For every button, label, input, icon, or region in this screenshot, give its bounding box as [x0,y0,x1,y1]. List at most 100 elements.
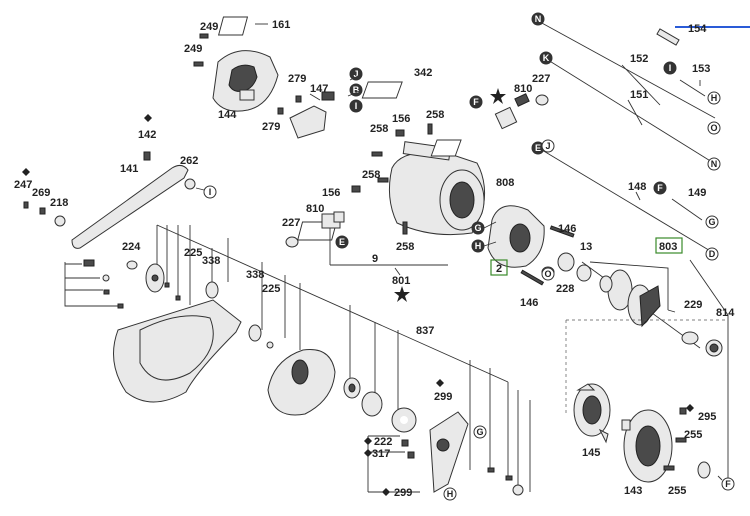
star-801 [394,286,410,302]
diamond-299a [436,379,444,387]
marker-i-right: I [669,63,672,73]
label-258c: 258 [362,169,380,181]
marker-o-right: O [710,123,717,133]
label-227b: 227 [282,217,300,229]
label-299a: 299 [434,391,452,403]
screws-249 [193,33,209,67]
marker-h-bottom: H [447,489,454,499]
label-808-sheet [430,139,462,157]
diamond-295 [686,404,694,412]
label-255a: 255 [684,429,702,441]
label-146b: 146 [520,297,538,309]
marker-o-center: O [544,269,551,279]
fan-145 [573,383,611,444]
label-148: 148 [628,181,646,193]
marker-d-right: D [709,249,716,259]
marker-h-center: H [475,241,482,251]
label-161: 161 [272,19,290,31]
gear-housing [267,348,417,433]
switch-147 [277,91,335,139]
label-142: 142 [138,129,156,141]
marker-e-left: E [339,237,345,247]
label-224: 224 [122,241,141,253]
label-295: 295 [698,411,716,423]
small-parts-row [83,259,274,349]
label-156b: 156 [322,187,340,199]
label-147: 147 [310,83,328,95]
marker-h-right: H [711,93,718,103]
label-342: 342 [414,67,432,79]
label-837: 837 [416,325,434,337]
marker-j-top: J [353,69,358,79]
diamond-142 [144,114,152,122]
diamond-299b [382,488,390,496]
label-247: 247 [14,179,32,191]
label-808: 808 [496,177,514,189]
nameplate-342 [361,81,403,99]
diamond-247 [22,168,30,176]
label-152: 152 [630,53,648,65]
label-299b: 299 [394,487,412,499]
label-338a: 338 [202,255,220,267]
marker-f-center: F [473,97,479,107]
label-151: 151 [630,89,648,101]
label-801: 801 [392,275,410,287]
label-141: 141 [120,163,138,175]
label-145: 145 [582,447,600,459]
label-227a: 227 [532,73,550,85]
label-262: 262 [180,155,198,167]
marker-i-top: I [355,101,358,111]
mounting-plate [401,411,469,493]
label-2: 2 [496,263,502,275]
marker-e-rod: E [535,143,541,153]
label-810b: 810 [306,203,324,215]
label-249a: 249 [200,21,218,33]
label-218: 218 [50,197,68,209]
label-229: 229 [684,299,702,311]
label-13: 13 [580,241,592,253]
marker-n-top: N [535,14,542,24]
diamond-317 [364,449,372,457]
screws-258 [351,123,433,235]
label-258d: 258 [396,241,414,253]
stator-2 [487,205,545,268]
label-810a: 810 [514,83,532,95]
label-222: 222 [374,436,392,448]
marker-b: B [353,85,360,95]
marker-f-right: F [657,183,663,193]
label-258a: 258 [370,123,388,135]
bearing-plate-143 [621,409,673,483]
star-810 [490,88,506,104]
label-249b: 249 [184,43,202,55]
armature-housing-144 [212,50,279,112]
screws-255 [663,407,711,479]
label-258b: 258 [426,109,444,121]
label-161-card [217,16,268,36]
marker-n-right: N [711,159,718,169]
marker-g-bottom: G [476,427,483,437]
label-146a: 146 [558,223,576,235]
marker-f-bottom: F [725,479,731,489]
brushholder-810-left [285,211,345,248]
rod-154 [656,28,680,46]
label-225b: 225 [262,283,280,295]
label-269: 269 [32,187,50,199]
label-144: 144 [218,109,237,121]
marker-g-right: G [708,217,715,227]
label-156a: 156 [392,113,410,125]
armature-803 [576,261,723,357]
label-225a: 225 [184,247,202,259]
rods-group [539,21,750,253]
highlight-803 [655,237,683,254]
label-279a: 279 [288,73,306,85]
part-number-labels: 154 152 153 151 161 249 249 144 279 147 … [14,19,735,499]
lever-141 [71,151,196,249]
diamond-222 [364,437,372,445]
label-317: 317 [372,448,390,460]
label-9: 9 [372,253,378,265]
marker-g-center: G [474,223,481,233]
highlight-2 [490,259,508,276]
marker-i-lever: I [209,187,212,197]
label-255b: 255 [668,485,686,497]
